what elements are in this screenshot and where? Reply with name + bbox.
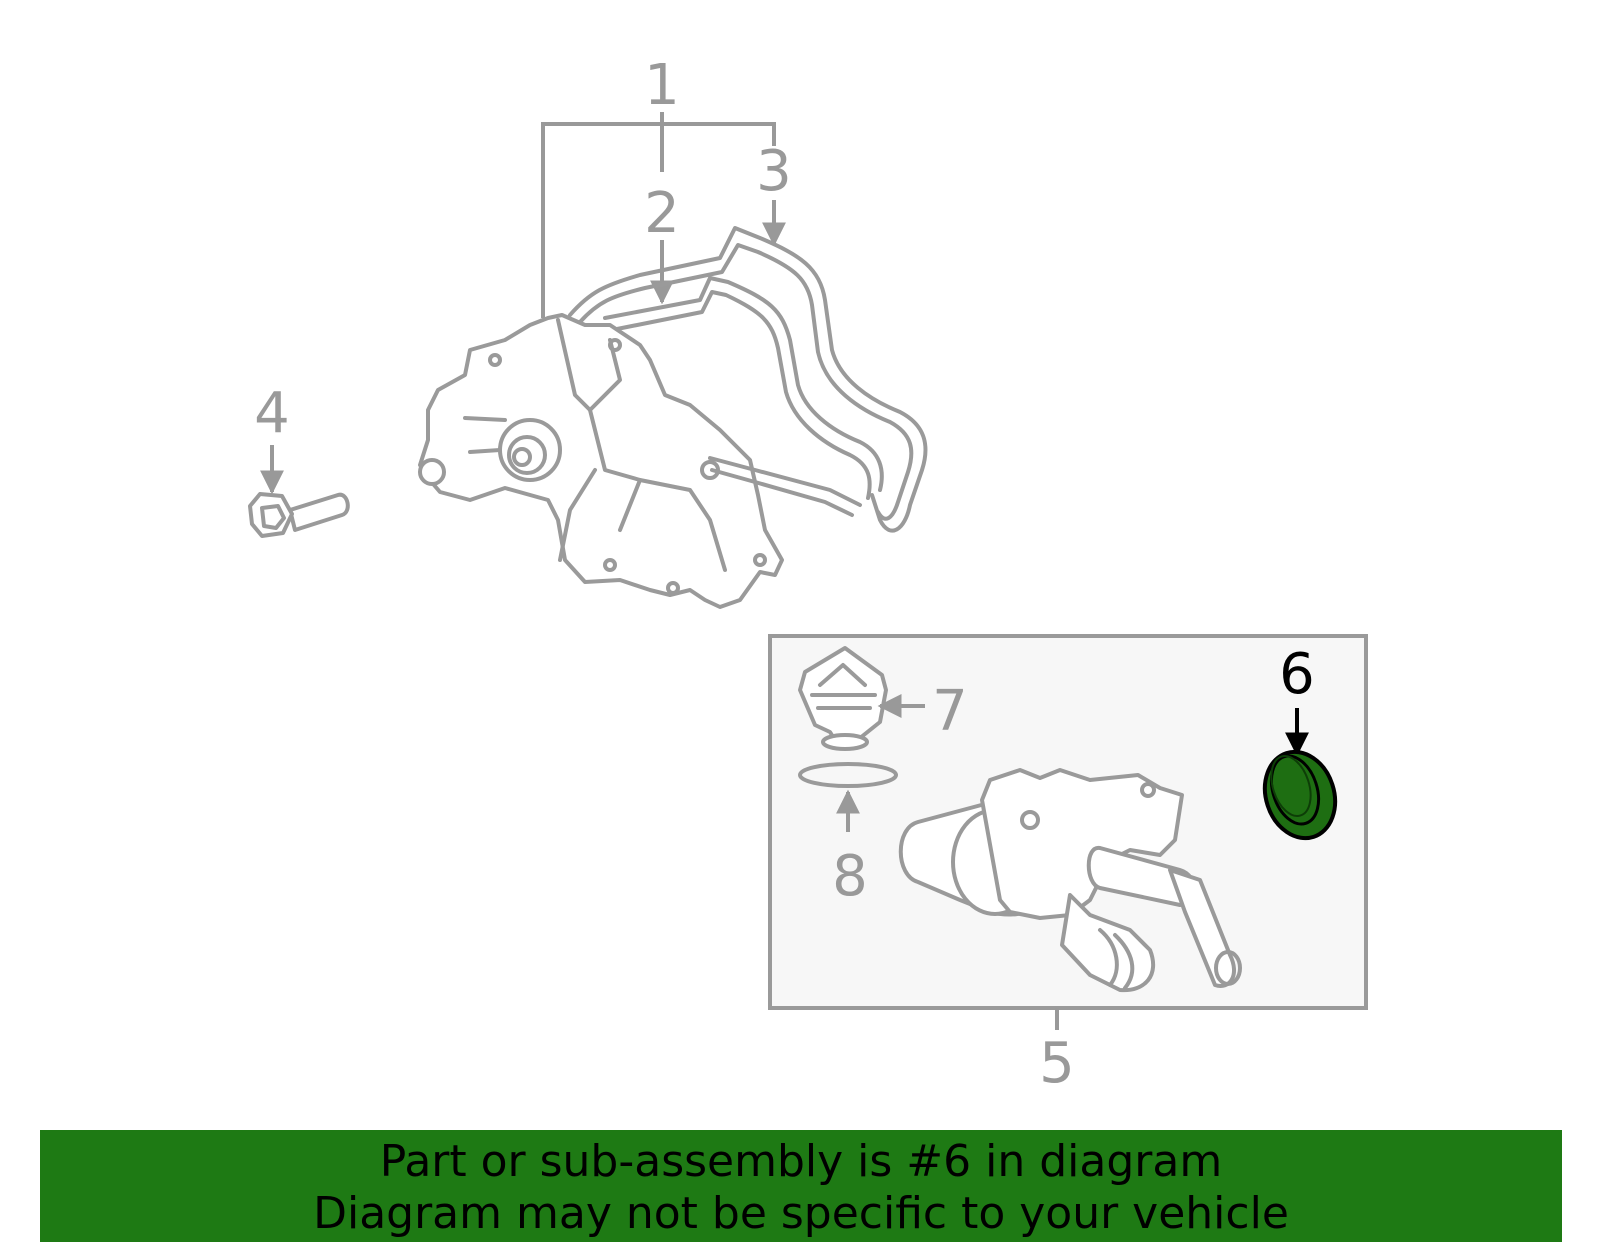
- banner-line-1: Part or sub-assembly is #6 in diagram: [379, 1136, 1223, 1187]
- callout-4-label: 4: [254, 381, 290, 446]
- thermostat-housing: [898, 768, 1242, 993]
- thermostat: [798, 646, 888, 751]
- bolt: [248, 492, 350, 538]
- water-pump: [418, 313, 862, 609]
- callout-1-label: 1: [644, 53, 680, 118]
- callout-2-label: 2: [644, 181, 680, 246]
- banner-line-2: Diagram may not be specific to your vehi…: [313, 1188, 1289, 1239]
- callout-8-label: 8: [832, 844, 868, 909]
- callout-5-label: 5: [1039, 1031, 1075, 1096]
- water-pump-gaskets: [568, 226, 928, 533]
- highlighted-seal-part-6: [1262, 749, 1338, 841]
- callout-7-label: 7: [932, 679, 968, 744]
- info-banner: Part or sub-assembly is #6 in diagram Di…: [40, 1130, 1562, 1242]
- callout-3-label: 3: [756, 139, 792, 204]
- callout-1-bracket: [541, 112, 776, 318]
- o-ring: [798, 762, 898, 788]
- callout-6-label: 6: [1279, 642, 1315, 707]
